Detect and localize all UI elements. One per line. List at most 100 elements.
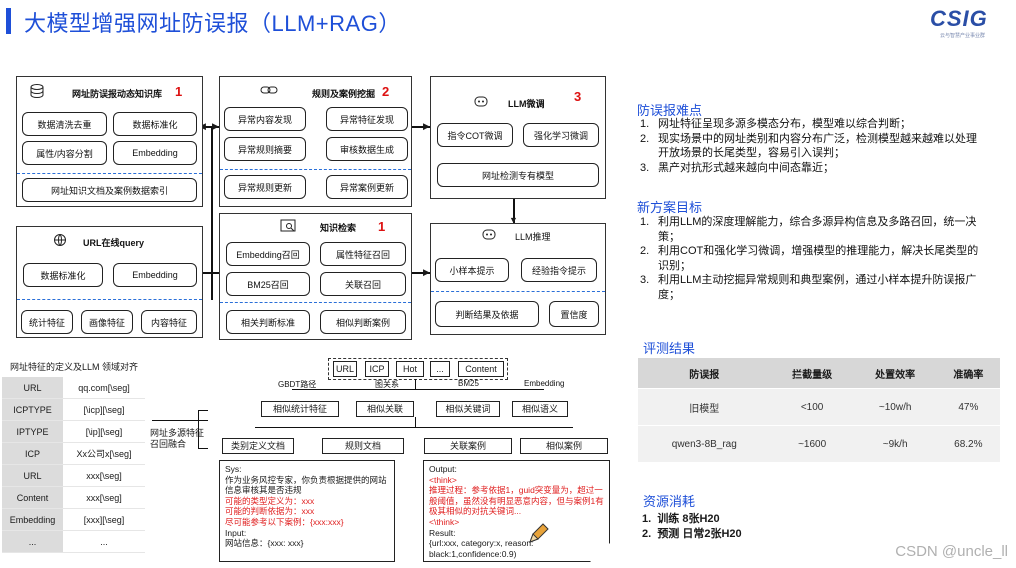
infer-box-fewshot: 小样本提示 xyxy=(435,258,509,282)
goal-item: 3.利用LLM主动挖掘异常规则和典型案例，通过小样本提升防误报广度； xyxy=(640,274,977,301)
sys-line: 信息审核其是否违规 xyxy=(225,485,302,496)
output-head: Output: xyxy=(429,464,457,474)
connector-vertical xyxy=(211,128,213,300)
align-key: ICP xyxy=(2,442,63,465)
align-row: Embedding[xxx][\seg] xyxy=(2,508,145,531)
sys-red-line: 可能的类型定义为：xxx xyxy=(225,495,315,506)
align-value: xxx[\seg] xyxy=(62,464,145,487)
rules-box-gen: 审核数据生成 xyxy=(326,137,408,161)
infer-box-result: 判断结果及依据 xyxy=(435,301,539,327)
robot-icon xyxy=(474,96,488,107)
kb-box-embedding: Embedding xyxy=(113,141,197,165)
rules-box-content: 异常内容发现 xyxy=(224,107,306,131)
url-box-normalize: 数据标准化 xyxy=(23,263,103,287)
fusion-bracket xyxy=(198,410,199,448)
difficulties-title: 防误报难点 xyxy=(637,103,703,118)
kb-panel: 网址防误报动态知识库 1 数据清洗去重 数据标准化 属性/内容分割 Embedd… xyxy=(16,76,203,207)
align-row: ...... xyxy=(2,530,145,553)
kb-divider xyxy=(17,173,202,174)
results-row: qwen3-8B_rag ~1600 ~9k/h 68.2% xyxy=(638,425,1000,462)
watermark: CSDN @uncle_ll xyxy=(895,543,1008,560)
results-cell: 68.2% xyxy=(936,425,1000,462)
results-cell: ~10w/h xyxy=(853,388,937,426)
rules-box-rule-update: 异常规则更新 xyxy=(224,175,306,199)
infer-title: LLM推理 xyxy=(515,232,551,242)
arrow-right-icon: ▶ xyxy=(423,121,430,131)
sim-semantic: 相似语义 xyxy=(512,401,568,417)
ft-box-cot: 指令COT微调 xyxy=(437,123,513,147)
tree-stem-2 xyxy=(415,417,416,427)
search-window-icon xyxy=(280,219,296,232)
align-key: Embedding xyxy=(2,508,63,531)
align-title: 网址特征的定义及LLM 领域对齐 xyxy=(10,362,139,372)
difficulty-item: 1.网址特征呈现多源多模态分布，模型难以综合判断； xyxy=(640,118,911,130)
kb-number: 1 xyxy=(175,84,183,99)
sys-red-line: 可能的判断依据为：xxx xyxy=(225,506,315,517)
rules-title: 规则及案例挖掘 xyxy=(312,89,376,99)
rules-box-feature: 异常特征发现 xyxy=(326,107,408,131)
rules-box-summary: 异常规则摘要 xyxy=(224,137,306,161)
tag-url: URL xyxy=(333,361,357,377)
infer-divider xyxy=(431,291,605,292)
logo-subtext: 云与智慧产业事业群 xyxy=(940,33,986,39)
arrow-right-icon: ▶ xyxy=(212,121,219,131)
tag-icp: ICP xyxy=(365,361,389,377)
output-result: black:1,confidence:0.9) xyxy=(429,548,517,559)
method-bm25: BM25 xyxy=(458,379,479,388)
resources-title: 资源消耗 xyxy=(643,494,696,509)
goals-list: 1.利用LLM的深度理解能力，综合多源异构信息及多路召回，统一决策； 2.利用C… xyxy=(640,215,1006,302)
url-box-content: 内容特征 xyxy=(141,310,197,334)
ft-box-rl: 强化学习微调 xyxy=(523,123,599,147)
sys-input: 网站信息：{xxx: xxx} xyxy=(225,538,304,549)
difficulty-item: 2.现实场景中的网址类别和内容分布广泛，检测模型越来越难以处理开放场景的长尾类型… xyxy=(640,132,977,160)
ft-title: LLM微调 xyxy=(508,99,545,109)
page-title: 大模型增强网址防误报（LLM+RAG） xyxy=(24,11,401,36)
goal-item: 2.利用COT和强化学习微调，增强模型的推理能力，解决长尾类型的识别； xyxy=(640,245,979,272)
ft-panel: LLM微调 3 指令COT微调 强化学习微调 网址检测专有模型 xyxy=(430,76,606,199)
infer-box-instruct: 经验指令提示 xyxy=(521,258,597,282)
url-box-embedding: Embedding xyxy=(113,263,197,287)
results-row: 旧模型 <100 ~10w/h 47% xyxy=(638,388,1000,426)
method-graph: 图关系 xyxy=(375,380,399,389)
tag-content: Content xyxy=(458,361,504,377)
retr-box-cases: 相似判断案例 xyxy=(320,310,406,334)
align-key: URL xyxy=(2,377,63,399)
output-red-line: 推理过程：参考依据1，guid突变量为，超过一 xyxy=(429,485,603,496)
tree-line-2 xyxy=(255,427,573,428)
retr-title: 知识检索 xyxy=(320,223,357,233)
kb-box-normalize: 数据标准化 xyxy=(113,112,197,136)
url-title: URL在线query xyxy=(83,238,145,248)
rules-number: 2 xyxy=(382,84,390,99)
title-accent-bar xyxy=(6,8,11,34)
align-row: IPTYPE[\ip][\seg] xyxy=(2,420,145,443)
retr-box-relation: 关联召回 xyxy=(320,272,406,296)
sys-red-line: 尽可能参考以下案例：{xxx:xxx} xyxy=(225,516,344,527)
arrow-down-icon: ▼ xyxy=(509,215,518,225)
align-value: xxx[\seg] xyxy=(62,486,145,509)
results-cell: qwen3-8B_rag xyxy=(638,425,771,462)
infer-box-confidence: 置信度 xyxy=(549,301,599,327)
retr-panel: 知识检索 1 Embedding召回 属性特征召回 BM25召回 关联召回 相关… xyxy=(219,213,412,340)
align-key: IPTYPE xyxy=(2,420,63,443)
url-panel: URL在线query 数据标准化 Embedding 统计特征 画像特征 内容特… xyxy=(16,226,203,338)
fusion-bracket-bottom xyxy=(198,448,208,449)
kb-box-split: 属性/内容分割 xyxy=(22,141,107,165)
results-cell: 47% xyxy=(936,388,1000,426)
align-row: ICPTYPE[\icp][\seg] xyxy=(2,398,145,421)
results-cell: <100 xyxy=(770,388,854,426)
difficulties-list: 1.网址特征呈现多源多模态分布，模型难以综合判断； 2.现实场景中的网址类别和内… xyxy=(640,117,1006,175)
rules-panel: 规则及案例挖掘 2 异常内容发现 异常特征发现 异常规则摘要 审核数据生成 异常… xyxy=(219,76,412,207)
connector-kb-rules xyxy=(203,126,219,128)
fusion-bracket-top xyxy=(198,410,208,411)
tag-ellipsis: ... xyxy=(430,361,450,377)
doc-similar-cases: 相似案例 xyxy=(520,438,608,454)
align-value: qq.com[\seg] xyxy=(62,377,145,399)
feature-tags-group xyxy=(328,358,508,380)
sys-input: Input: xyxy=(225,527,247,538)
url-box-stat: 统计特征 xyxy=(21,310,73,334)
align-value: [xxx][\seg] xyxy=(62,508,145,531)
output-result: {url:xxx, category:x, reason: xyxy=(429,538,534,549)
